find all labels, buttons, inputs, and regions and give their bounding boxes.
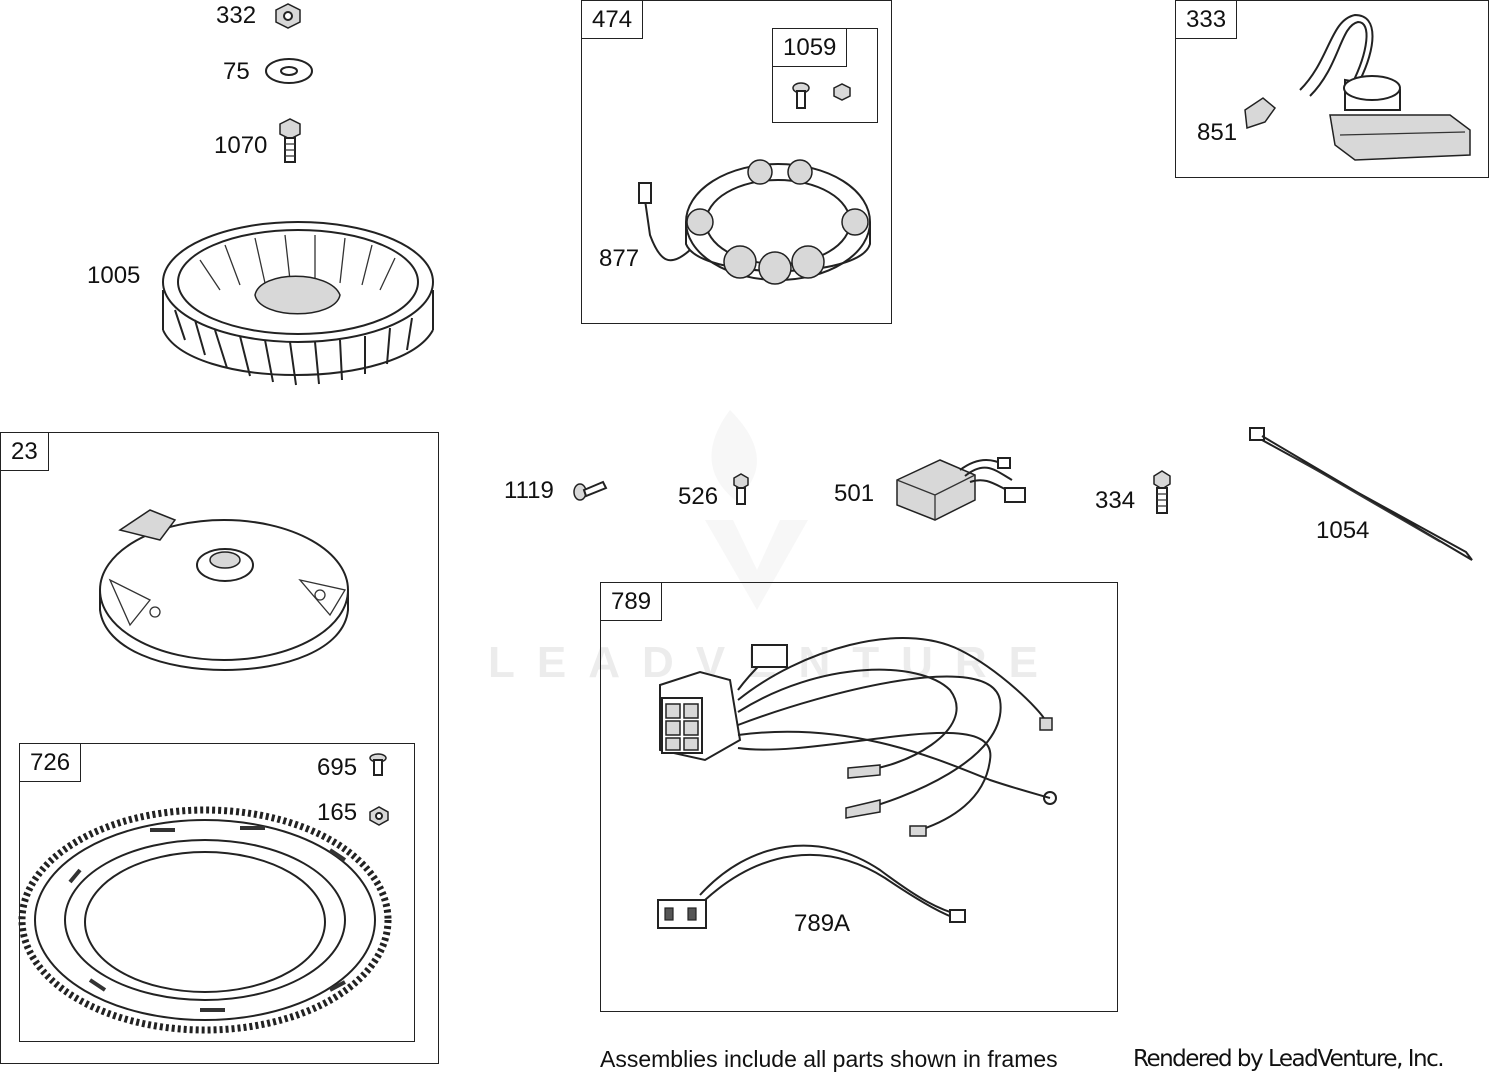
fan-1005-icon	[162, 221, 434, 386]
nut-165-icon	[369, 806, 389, 826]
render-credit: Rendered by LeadVenture, Inc.	[1133, 1046, 1445, 1072]
callout-789A: 789A	[794, 910, 851, 937]
callout-851: 851	[1197, 119, 1238, 146]
screw-526-icon	[733, 473, 749, 505]
frame-474-label: 474	[582, 1, 644, 39]
ignition-coil-333-icon	[1244, 13, 1471, 161]
callout-1119: 1119	[504, 477, 554, 504]
regulator-501-icon	[896, 457, 1026, 521]
frame-789-label: 789	[601, 583, 663, 621]
frame-333-label: 333	[1176, 1, 1238, 39]
watermark-logo-icon	[705, 410, 808, 610]
callout-501: 501	[834, 480, 875, 507]
frame-333: 333	[1175, 0, 1489, 178]
callout-1054: 1054	[1316, 517, 1370, 544]
frame-726: 726	[19, 743, 415, 1042]
bolt-334-icon	[1153, 470, 1171, 514]
assemblies-note: Assemblies include all parts shown in fr…	[600, 1046, 1058, 1072]
callout-1070: 1070	[214, 132, 268, 159]
callout-75: 75	[223, 58, 250, 85]
frame-1059: 1059	[772, 28, 878, 123]
frame-789: 789	[600, 582, 1118, 1012]
frame-726-label: 726	[20, 744, 82, 782]
callout-334: 334	[1095, 487, 1136, 514]
callout-695: 695	[317, 754, 358, 781]
screw-1119-icon	[573, 480, 608, 501]
ring-gear-726-icon	[18, 806, 392, 1034]
wiring-harness-789-icon	[657, 637, 1057, 929]
nut-332-icon	[275, 3, 301, 29]
callout-165: 165	[317, 799, 358, 826]
screw-1059-icon	[792, 82, 851, 109]
callout-332: 332	[216, 2, 257, 29]
callout-526: 526	[678, 483, 719, 510]
callout-877: 877	[599, 245, 640, 272]
frame-23-label: 23	[1, 433, 49, 471]
frame-1059-label: 1059	[773, 29, 848, 67]
frame-474: 474	[581, 0, 892, 324]
flywheel-23-icon	[99, 509, 349, 671]
frame-23: 23	[0, 432, 439, 1064]
screw-695-icon	[369, 753, 387, 776]
callout-1005: 1005	[87, 262, 141, 289]
washer-75-icon	[265, 58, 313, 84]
bolt-1070-icon	[279, 118, 301, 163]
stator-474-icon	[638, 159, 871, 285]
cable-tie-1054-icon	[1249, 427, 1473, 561]
